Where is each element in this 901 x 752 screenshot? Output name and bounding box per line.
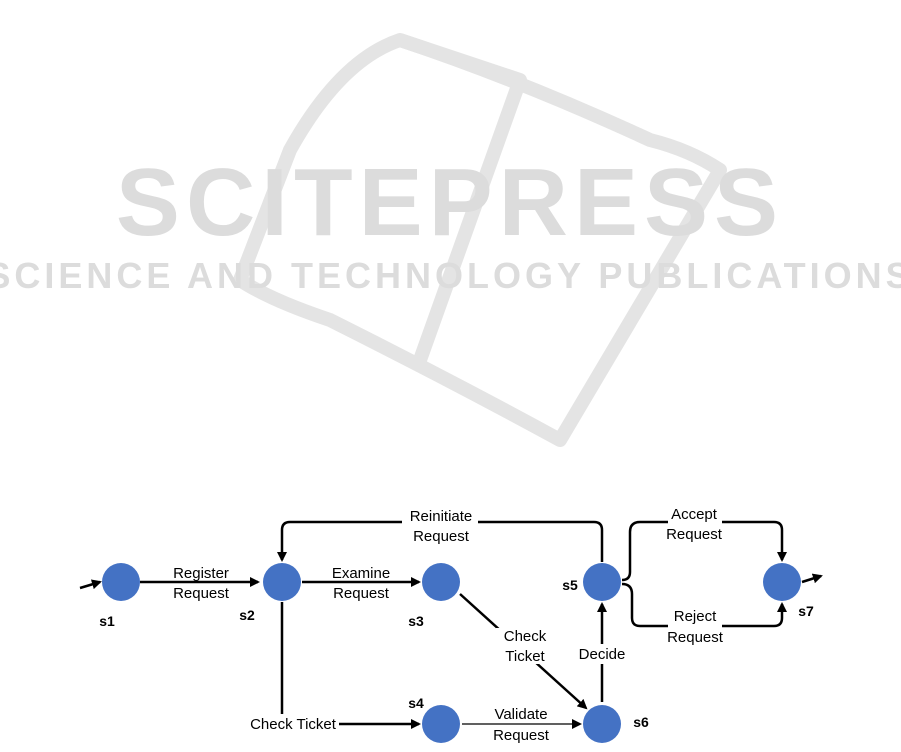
label-reinitiate-1: Reinitiate (410, 508, 473, 525)
state-label-s4: s4 (408, 695, 424, 711)
label-register-1: Register (173, 565, 229, 582)
label-reject-2: Request (667, 629, 724, 646)
edge-end (802, 576, 821, 582)
label-check-ticket-s3-1: Check (504, 628, 547, 645)
label-examine-1: Examine (332, 565, 390, 582)
node-s6 (583, 705, 621, 743)
node-s5 (583, 563, 621, 601)
label-check-ticket-s2: Check Ticket (250, 716, 337, 733)
label-accept-2: Request (666, 526, 723, 543)
node-s2 (263, 563, 301, 601)
state-label-s1: s1 (99, 613, 115, 629)
edge-start (80, 582, 100, 588)
state-label-s7: s7 (798, 603, 814, 619)
label-validate-1: Validate (494, 706, 547, 723)
state-label-s3: s3 (408, 613, 424, 629)
node-s3 (422, 563, 460, 601)
state-label-s2: s2 (239, 607, 255, 623)
edge-check-ticket-s2 (282, 602, 419, 724)
label-examine-2: Request (333, 585, 390, 602)
label-accept-1: Accept (671, 506, 718, 523)
watermark-subtitle: SCIENCE AND TECHNOLOGY PUBLICATIONS (0, 255, 901, 296)
state-label-s6: s6 (633, 714, 649, 730)
label-register-2: Request (173, 585, 230, 602)
node-s1 (102, 563, 140, 601)
label-check-ticket-s3-2: Ticket (505, 648, 545, 665)
node-s4 (422, 705, 460, 743)
label-reject-1: Reject (674, 608, 717, 625)
state-label-s5: s5 (562, 577, 578, 593)
node-s7 (763, 563, 801, 601)
watermark-title: SCITEPRESS (116, 149, 784, 256)
watermark: SCITEPRESS SCIENCE AND TECHNOLOGY PUBLIC… (0, 40, 901, 440)
label-decide: Decide (579, 646, 626, 663)
label-validate-2: Request (493, 727, 550, 744)
label-backgrounds (247, 506, 722, 734)
label-reinitiate-2: Request (413, 528, 470, 545)
